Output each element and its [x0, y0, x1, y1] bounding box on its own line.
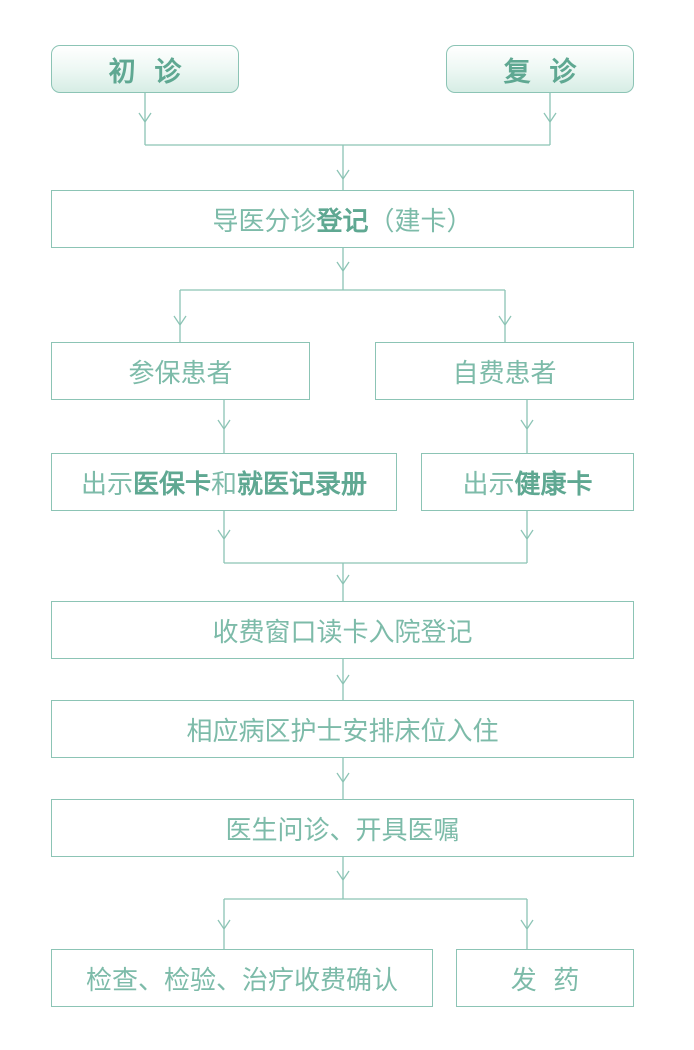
self-pay-docs-node: 出示健康卡: [421, 453, 634, 511]
first-visit-label: 初 诊: [108, 56, 182, 88]
registration-pre: 导医分诊: [212, 206, 317, 237]
consult-node: 医生问诊、开具医嘱: [51, 799, 634, 857]
self-pay-docs-pre: 出示: [462, 469, 515, 500]
first-visit-node: 初 诊: [51, 45, 239, 93]
insured-docs-pre: 出示: [80, 469, 133, 500]
registration-post: （建卡）: [368, 206, 473, 237]
registration-node: 导医分诊登记（建卡）: [51, 190, 634, 248]
exam-node: 检查、检验、治疗收费确认: [51, 949, 433, 1007]
return-visit-node: 复 诊: [446, 45, 634, 93]
consult-label: 医生问诊、开具医嘱: [225, 815, 460, 846]
admission-label: 收费窗口读卡入院登记: [212, 617, 473, 648]
registration-bold: 登记: [316, 206, 369, 237]
insured-patient-node: 参保患者: [51, 342, 310, 400]
self-pay-docs-bold: 健康卡: [514, 469, 593, 500]
ward-label: 相应病区护士安排床位入住: [186, 716, 499, 747]
self-pay-patient-node: 自费患者: [375, 342, 634, 400]
return-visit-label: 复 诊: [503, 56, 577, 88]
insured-docs-bold1: 医保卡: [132, 469, 211, 500]
pharmacy-node: 发 药: [456, 949, 634, 1007]
ward-node: 相应病区护士安排床位入住: [51, 700, 634, 758]
insured-docs-bold2: 就医记录册: [237, 469, 368, 500]
insured-patient-label: 参保患者: [128, 358, 233, 389]
admission-node: 收费窗口读卡入院登记: [51, 601, 634, 659]
pharmacy-label: 发 药: [510, 965, 580, 996]
insured-docs-mid: 和: [211, 469, 238, 500]
exam-label: 检查、检验、治疗收费确认: [85, 965, 398, 996]
insured-docs-node: 出示医保卡和就医记录册: [51, 453, 397, 511]
self-pay-patient-label: 自费患者: [452, 358, 557, 389]
